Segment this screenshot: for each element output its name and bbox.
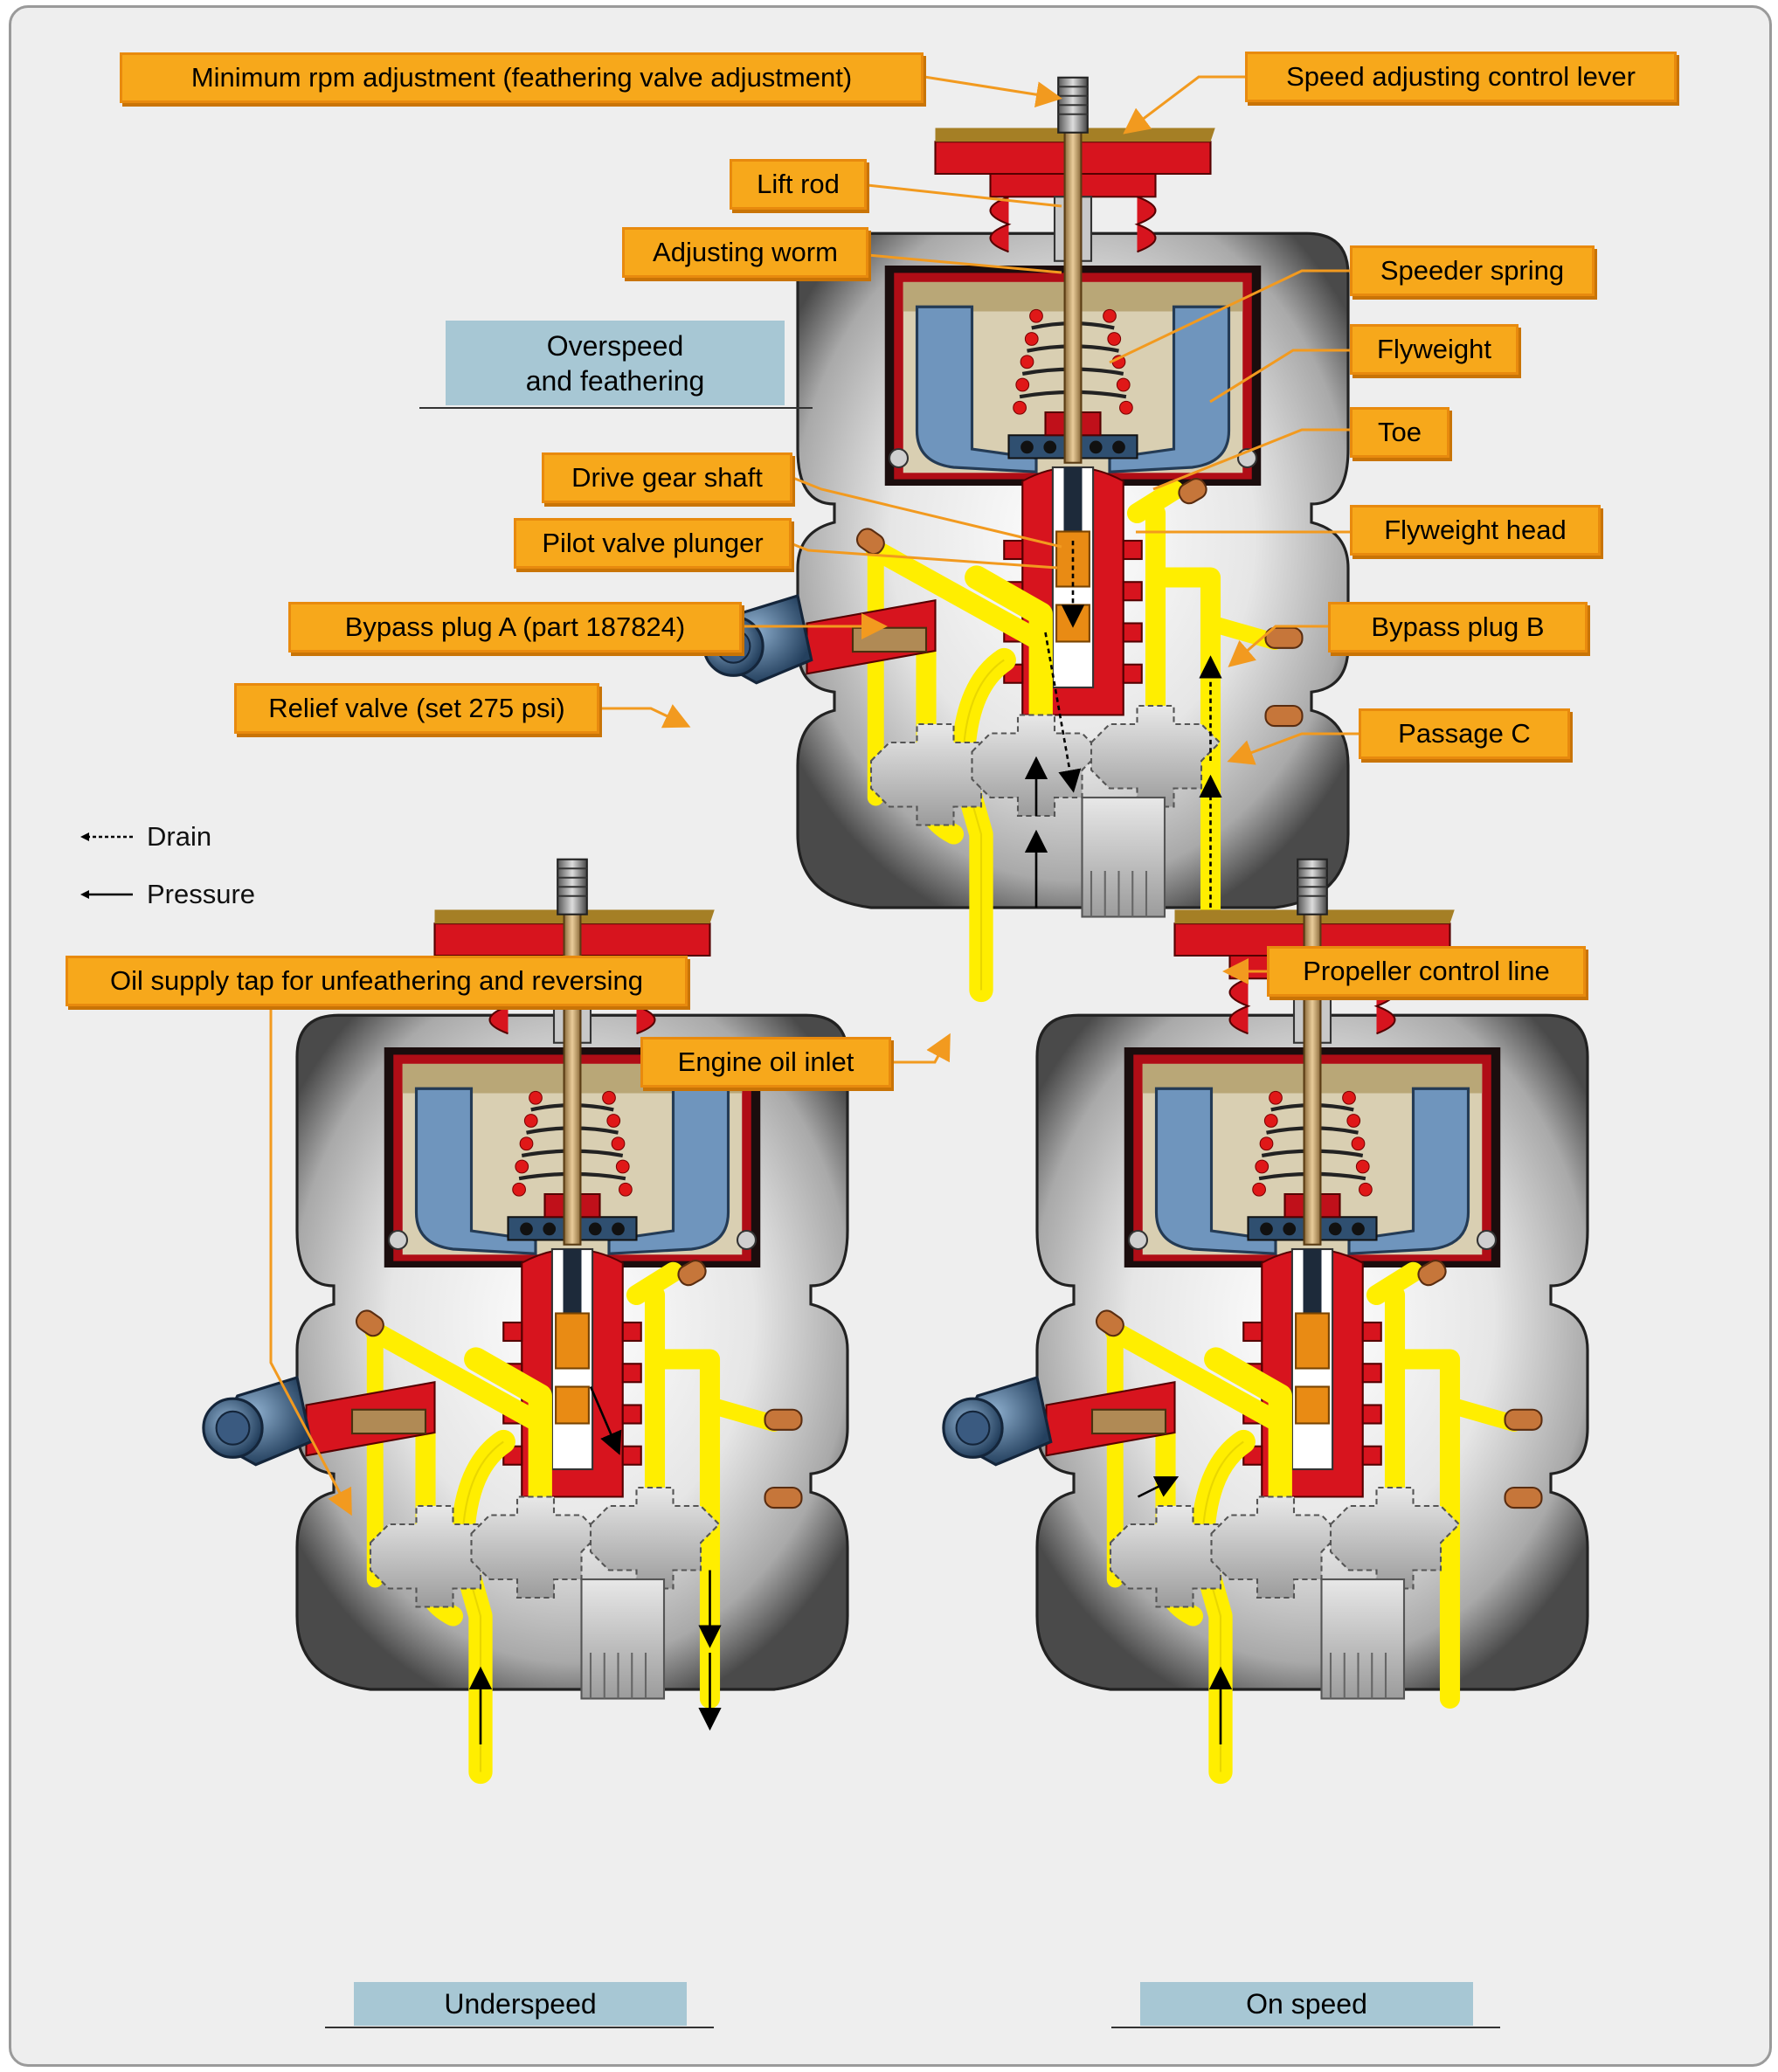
callout-lift-rod: Lift rod bbox=[730, 159, 867, 210]
state-label-underspeed-text: Underspeed bbox=[444, 1988, 597, 2020]
governor-on-speed bbox=[944, 860, 1588, 1772]
callout-passage-c: Passage C bbox=[1359, 708, 1570, 759]
callout-flyweight: Flyweight bbox=[1350, 324, 1519, 375]
legend-pressure-label: Pressure bbox=[147, 879, 256, 909]
callout-relief-valve: Relief valve (set 275 psi) bbox=[234, 683, 599, 734]
drain-arrow-icon bbox=[80, 832, 133, 841]
callout-adjusting-worm: Adjusting worm bbox=[622, 227, 868, 278]
state-underline-overspeed bbox=[419, 407, 813, 409]
callout-drive-gear-shaft: Drive gear shaft bbox=[542, 452, 792, 503]
callout-pilot-valve-plunger: Pilot valve plunger bbox=[514, 518, 792, 569]
callout-propeller-control-line: Propeller control line bbox=[1267, 946, 1586, 997]
callout-flyweight-head: Flyweight head bbox=[1350, 505, 1601, 556]
state-label-overspeed-text: Overspeed and feathering bbox=[525, 329, 705, 397]
callout-oil-supply-tap: Oil supply tap for unfeathering and reve… bbox=[66, 956, 688, 1006]
state-label-on-speed-text: On speed bbox=[1246, 1988, 1367, 2020]
state-underline-on-speed bbox=[1111, 2027, 1500, 2028]
callout-speeder-spring: Speeder spring bbox=[1350, 245, 1595, 296]
leader-lines bbox=[269, 75, 1359, 1516]
legend-drain: Drain bbox=[80, 821, 211, 853]
callout-bypass-plug-a: Bypass plug A (part 187824) bbox=[288, 602, 742, 653]
state-underline-underspeed bbox=[325, 2027, 714, 2028]
callout-speed-adjusting-lever: Speed adjusting control lever bbox=[1245, 52, 1677, 102]
legend-pressure: Pressure bbox=[80, 879, 255, 910]
governor-underspeed bbox=[204, 860, 847, 1772]
callout-bypass-plug-b: Bypass plug B bbox=[1328, 602, 1588, 653]
state-label-underspeed: Underspeed bbox=[354, 1982, 687, 2026]
governor-overspeed bbox=[704, 78, 1348, 991]
callout-min-rpm-adjustment: Minimum rpm adjustment (feathering valve… bbox=[120, 52, 924, 103]
pressure-arrow-icon bbox=[80, 890, 133, 899]
callout-engine-oil-inlet: Engine oil inlet bbox=[640, 1037, 891, 1088]
callout-toe: Toe bbox=[1350, 407, 1449, 458]
state-label-on-speed: On speed bbox=[1140, 1982, 1473, 2026]
state-label-overspeed: Overspeed and feathering bbox=[446, 321, 785, 405]
legend-drain-label: Drain bbox=[147, 821, 212, 852]
